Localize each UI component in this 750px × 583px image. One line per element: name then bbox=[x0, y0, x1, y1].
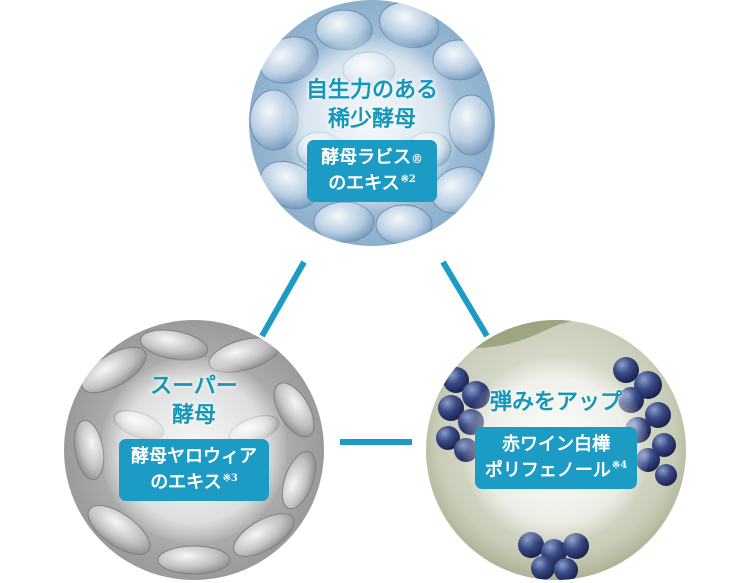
footnote-mark: ※4 bbox=[611, 460, 628, 472]
box-line-2: ポリフェノール※4 bbox=[485, 458, 627, 484]
box-line-1-text: 酵母ラビス bbox=[321, 147, 412, 169]
box-line-2-text: のエキス bbox=[328, 173, 400, 195]
ingredient-box: 酵母ラビス® のエキス※2 bbox=[307, 140, 437, 203]
right-content: 弾みをアップ 赤ワイン白樺 ポリフェノール※4 bbox=[426, 388, 686, 489]
heading-line-1: スーパー bbox=[150, 373, 238, 399]
heading-line-2: 酵母 bbox=[171, 401, 216, 428]
registered-mark: ® bbox=[411, 152, 423, 167]
circle-rare-yeast: 自生力のある 稀少酵母 酵母ラビス® のエキス※2 bbox=[249, 0, 495, 246]
box-line-1: 酵母ヤロウィア bbox=[131, 446, 257, 468]
box-line-1: 酵母ラビス® bbox=[321, 145, 423, 171]
heading-line-1: 弾みをアップ bbox=[489, 389, 622, 415]
box-line-2: のエキス※3 bbox=[131, 470, 257, 496]
circle-red-wine-polyphenol: 弾みをアップ 赤ワイン白樺 ポリフェノール※4 bbox=[426, 320, 686, 580]
heading-line-2: 稀少酵母 bbox=[327, 105, 416, 132]
footnote-mark: ※2 bbox=[400, 173, 416, 185]
top-content: 自生力のある 稀少酵母 酵母ラビス® のエキス※2 bbox=[249, 76, 495, 203]
heading: スーパー 酵母 bbox=[64, 372, 324, 429]
box-line-1: 赤ワイン白樺 bbox=[502, 433, 610, 455]
footnote-mark: ※3 bbox=[222, 472, 238, 484]
box-line-2-text: ポリフェノール bbox=[484, 459, 611, 481]
left-content: スーパー 酵母 酵母ヤロウィア のエキス※3 bbox=[64, 372, 324, 502]
heading: 自生力のある 稀少酵母 bbox=[249, 76, 495, 133]
ingredient-box: 赤ワイン白樺 ポリフェノール※4 bbox=[474, 426, 638, 489]
heading: 弾みをアップ bbox=[426, 388, 686, 417]
ingredient-box: 酵母ヤロウィア のエキス※3 bbox=[119, 439, 269, 502]
box-line-2-text: のエキス bbox=[150, 472, 222, 494]
box-line-2: のエキス※2 bbox=[321, 171, 423, 197]
heading-line-1: 自生力のある bbox=[305, 77, 438, 103]
circle-super-yeast: スーパー 酵母 酵母ヤロウィア のエキス※3 bbox=[64, 320, 324, 580]
